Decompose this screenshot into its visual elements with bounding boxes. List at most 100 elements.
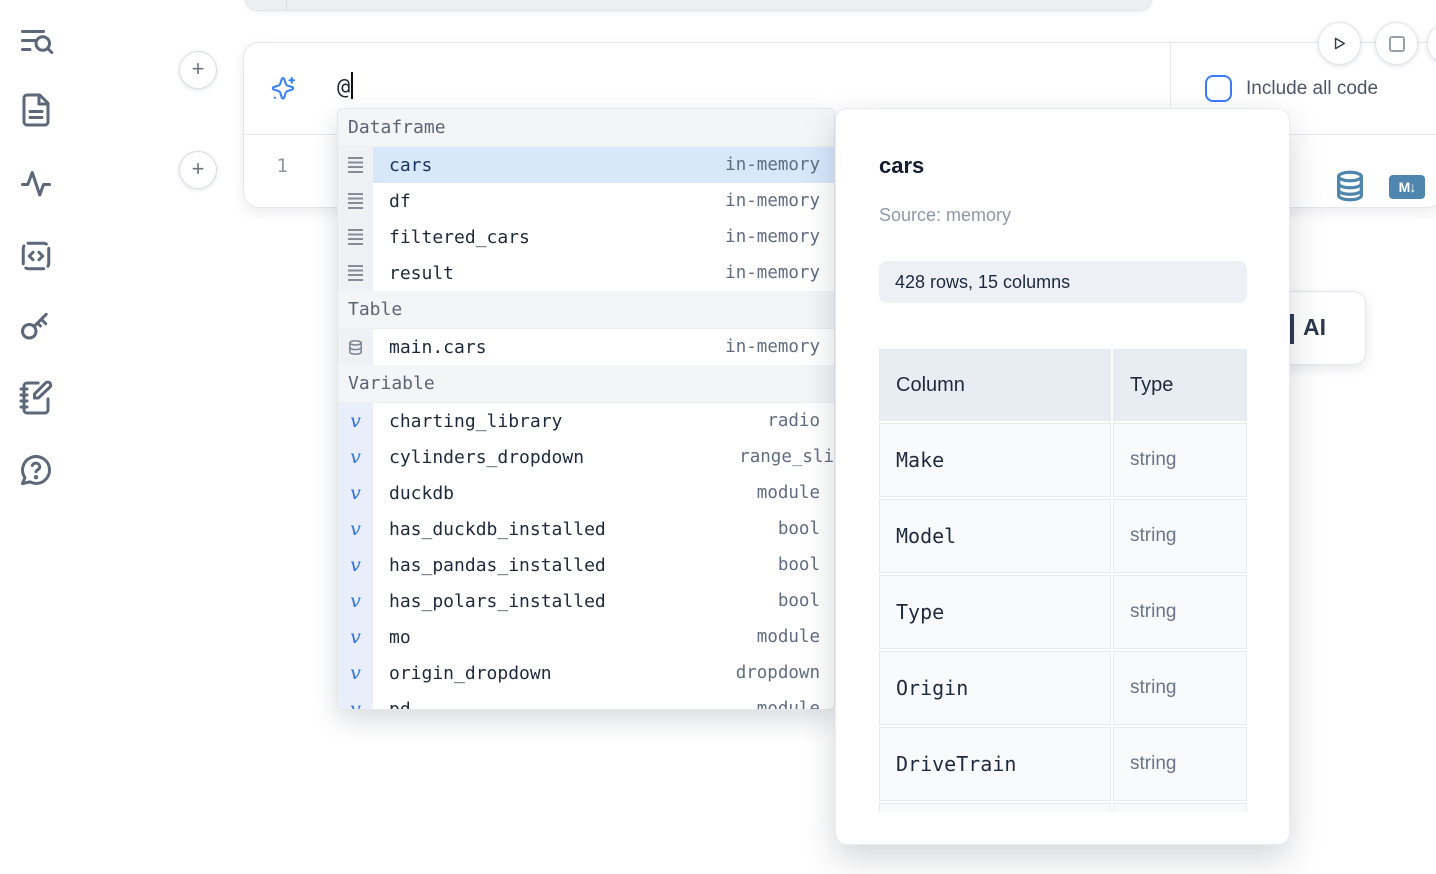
schema-header-cell: Column: [879, 349, 1111, 421]
schema-type-cell: string: [1113, 651, 1247, 725]
database-icon[interactable]: [1333, 169, 1367, 203]
autocomplete-item-has_duckdb_installed[interactable]: v has_duckdb_installed bool: [338, 511, 834, 547]
scratchpad-notebook-icon[interactable]: [18, 380, 54, 416]
item-name: charting_library: [389, 410, 563, 432]
item-type: in-memory: [725, 227, 820, 247]
schema-type-cell: string: [1113, 575, 1247, 649]
item-name: has_duckdb_installed: [389, 518, 606, 540]
item-name: pd: [389, 698, 411, 710]
rows-icon: [338, 147, 373, 183]
ai-prompt-value: @: [337, 75, 351, 100]
rows-icon: [338, 183, 373, 219]
item-type: bool: [777, 519, 820, 539]
item-type: in-memory: [725, 337, 820, 357]
schema-column-cell: Model: [879, 499, 1111, 573]
autocomplete-item-has_pandas_installed[interactable]: v has_pandas_installed bool: [338, 547, 834, 583]
autocomplete-item-cylinders_dropdown[interactable]: v cylinders_dropdown range_sli: [338, 439, 834, 475]
autocomplete-section-header: Table: [338, 291, 834, 329]
item-name: main.cars: [389, 336, 487, 358]
line-number: 1: [276, 155, 288, 177]
play-icon: [1334, 37, 1345, 50]
add-cell-below-button[interactable]: +: [179, 151, 217, 189]
item-name: duckdb: [389, 482, 455, 504]
rows-icon: [338, 219, 373, 255]
run-cell-button[interactable]: [1318, 22, 1361, 65]
item-type: bool: [777, 555, 820, 575]
help-chat-icon[interactable]: [18, 452, 54, 488]
schema-column-cell: [879, 803, 1111, 812]
schema-header-cell: Type: [1113, 349, 1247, 421]
item-name: df: [389, 190, 411, 212]
file-document-icon[interactable]: [18, 92, 54, 128]
variable-icon: v: [338, 475, 373, 511]
item-name: has_polars_installed: [389, 590, 606, 612]
ai-card-label: AI: [1303, 314, 1326, 340]
preview-title: cars: [879, 153, 925, 178]
schema-column-cell: Origin: [879, 651, 1111, 725]
variable-icon: v: [338, 583, 373, 619]
rows-icon: [338, 255, 373, 291]
schema-type-cell: [1113, 803, 1247, 812]
item-name: result: [389, 262, 455, 284]
database-icon: [338, 329, 373, 365]
include-all-code-checkbox[interactable]: [1205, 75, 1232, 102]
schema-type-cell: string: [1113, 423, 1247, 497]
key-icon[interactable]: [18, 308, 54, 344]
sparkles-icon: [269, 75, 297, 103]
autocomplete-item-cars[interactable]: cars in-memory: [338, 147, 834, 183]
schema-column-cell: Make: [879, 423, 1111, 497]
ai-input-divider: [1170, 43, 1171, 134]
item-name: cylinders_dropdown: [389, 446, 585, 468]
shape-badge: 428 rows, 15 columns: [879, 261, 1247, 303]
interrupt-cell-button[interactable]: [1375, 22, 1418, 65]
schema-type-cell: string: [1113, 499, 1247, 573]
variable-icon: v: [338, 691, 373, 709]
autocomplete-item-charting_library[interactable]: v charting_library radio: [338, 403, 834, 439]
left-sidebar: [0, 0, 72, 874]
activity-pulse-icon[interactable]: [18, 165, 54, 201]
autocomplete-item-df[interactable]: df in-memory: [338, 183, 834, 219]
item-type: radio: [767, 411, 820, 431]
schema-column-cell: DriveTrain: [879, 727, 1111, 801]
variable-icon: v: [338, 403, 373, 439]
add-cell-above-button[interactable]: +: [179, 51, 217, 89]
autocomplete-item-main.cars[interactable]: main.cars in-memory: [338, 329, 834, 365]
item-name: has_pandas_installed: [389, 554, 606, 576]
item-name: cars: [389, 154, 433, 176]
text-caret: [351, 72, 354, 99]
variable-icon: v: [338, 619, 373, 655]
item-type: in-memory: [725, 191, 820, 211]
toc-search-icon[interactable]: [18, 24, 54, 60]
variable-icon: v: [338, 439, 373, 475]
autocomplete-item-result[interactable]: result in-memory: [338, 255, 834, 291]
variable-icon: v: [338, 547, 373, 583]
markdown-icon[interactable]: M↓: [1389, 175, 1425, 199]
item-name: mo: [389, 626, 411, 648]
ai-prompt-input[interactable]: @: [337, 72, 354, 106]
code-snippets-icon[interactable]: [18, 238, 54, 274]
item-type: module: [756, 483, 820, 503]
stop-icon: [1388, 35, 1405, 52]
item-type: in-memory: [725, 155, 820, 175]
include-all-code-label: Include all code: [1246, 77, 1379, 99]
autocomplete-section-header: Dataframe: [338, 109, 834, 147]
previous-cell-edge: [245, 0, 1152, 11]
schema-type-cell: string: [1113, 727, 1247, 801]
autocomplete-section-header: Variable: [338, 365, 834, 403]
variable-icon: v: [338, 511, 373, 547]
preview-source: Source: memory: [879, 205, 1012, 225]
clipped-text-fragment: [1289, 314, 1294, 344]
item-type: dropdown: [735, 663, 820, 683]
gutter-divider: [286, 0, 287, 10]
item-type: in-memory: [725, 263, 820, 283]
item-type: range_sli: [739, 447, 834, 467]
schema-column-cell: Type: [879, 575, 1111, 649]
